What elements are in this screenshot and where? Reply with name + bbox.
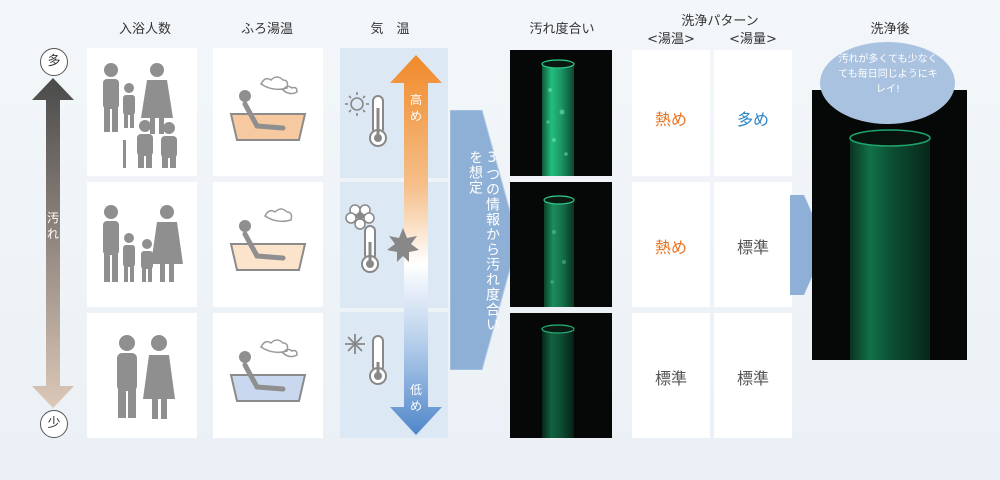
after-bubble [820, 42, 955, 124]
header-pattern-temp: <湯温> [647, 32, 695, 47]
temp-high-label: 高め [409, 93, 422, 123]
after-bubble-text: 汚れが多くても少なくても毎日同じようにキレイ! [838, 54, 938, 95]
thermometer-icon [369, 335, 387, 385]
pattern-temp-value: 標準 [654, 369, 687, 388]
temperature-arrow [390, 55, 442, 435]
header-pattern: 洗浄パターン [681, 14, 759, 29]
family-medium-icon [103, 205, 183, 282]
pattern-volume-value: 標準 [736, 369, 769, 388]
bathtub-icon [229, 339, 307, 402]
pattern-temp-value: 熱め [654, 238, 687, 257]
air-temp-panel [340, 48, 448, 438]
bathtub-icon [229, 208, 307, 271]
air-temp-divider [340, 308, 448, 312]
bathers-card-large [87, 48, 197, 176]
bath-temp-card-normal [213, 313, 323, 438]
header-pattern-volume: <湯量> [729, 32, 777, 47]
bath-temp-card-warm [213, 182, 323, 307]
header-air-temp: 気 温 [370, 22, 410, 37]
scale-arrow [32, 78, 74, 408]
flower-icon [345, 204, 419, 273]
after-cleaning-tube [812, 90, 967, 360]
thermometer-icon [369, 95, 387, 147]
pattern-temp-card: 熱め [632, 182, 710, 307]
pattern-volume-card: 標準 [714, 313, 792, 438]
scale-dirt-label: 汚れ [46, 211, 59, 241]
pattern-volume-value: 多め [736, 110, 769, 129]
thermometer-icon [361, 225, 379, 273]
header-dirt-level: 汚れ度合い [529, 22, 595, 37]
pattern-temp-card: 標準 [632, 313, 710, 438]
analysis-text: 3つの情報から汚れ度合いを想定 [467, 150, 500, 332]
result-arrow [790, 195, 826, 295]
sun-icon [345, 92, 387, 147]
pattern-volume-value: 標準 [736, 238, 769, 257]
temp-low-label: 低め [409, 383, 422, 413]
pattern-temp-card: 熱め [632, 50, 710, 176]
header-bathers: 入浴人数 [118, 22, 171, 37]
dirt-tube-low [510, 313, 612, 438]
family-large-icon [103, 63, 177, 168]
bath-temp-card-hot [213, 48, 323, 176]
analysis-arrow [450, 110, 518, 370]
bathtub-icon [229, 76, 307, 141]
pattern-volume-card: 多め [714, 50, 792, 176]
bathers-card-medium [87, 182, 197, 307]
bathers-card-small [87, 313, 197, 438]
snowflake-icon [345, 334, 387, 385]
pattern-volume-card: 標準 [714, 182, 792, 307]
dirt-tube-medium [510, 182, 612, 307]
header-after: 洗浄後 [870, 22, 910, 37]
scale-less: 少 [40, 410, 68, 438]
leaf-icon [387, 228, 419, 262]
pattern-temp-value: 熱め [654, 110, 687, 129]
air-temp-divider [340, 178, 448, 182]
couple-icon [117, 335, 175, 419]
scale-more: 多 [40, 48, 68, 76]
dirt-tube-high [510, 50, 612, 176]
header-bath-temp: ふろ湯温 [240, 22, 293, 37]
